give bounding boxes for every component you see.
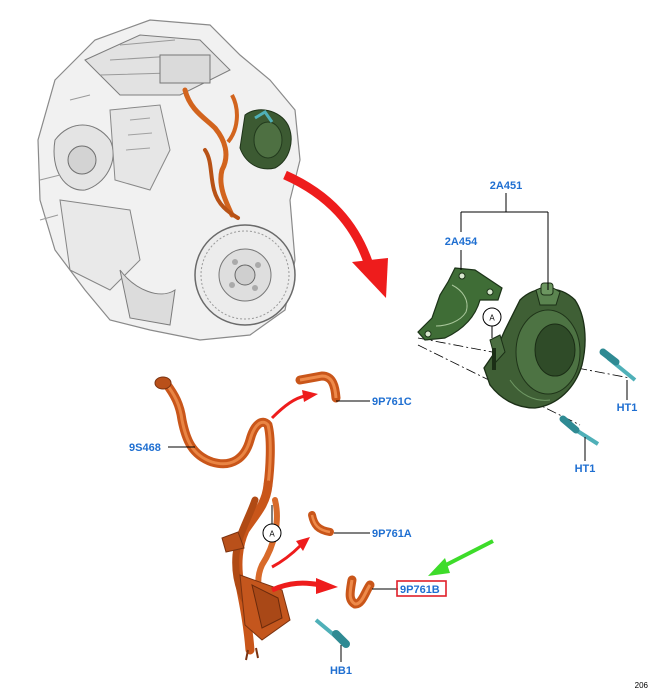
gasket-2A454 xyxy=(417,267,503,341)
callout-ht1-lower: HT1 xyxy=(575,463,596,475)
view-marker-a-hose-label: A xyxy=(269,530,275,539)
vacuum-hose-9S468 xyxy=(160,377,275,490)
view-marker-a-pump-label: A xyxy=(489,314,495,323)
callout-2A454: 2A454 xyxy=(445,236,478,248)
bolt-hb1 xyxy=(314,618,350,648)
view-marker-a-pump: A xyxy=(482,307,502,327)
view-marker-a-hose: A xyxy=(262,505,282,543)
highlight-box-9P761B xyxy=(396,580,447,597)
callout-9P761B: 9P761B xyxy=(400,584,440,596)
callout-9P761A: 9P761A xyxy=(372,528,412,540)
callout-ht1-upper: HT1 xyxy=(617,402,638,414)
bolt-ht1-lower xyxy=(559,415,600,446)
callout-9S468: 9S468 xyxy=(129,442,161,454)
bolt-ht1-upper xyxy=(599,348,637,382)
hose-arrows-red xyxy=(270,390,338,594)
detail-arrow-red xyxy=(283,170,388,298)
callout-HB1: HB1 xyxy=(330,665,352,677)
vacuum-hose-assembly xyxy=(154,371,375,661)
engine-illustration xyxy=(37,19,301,341)
callout-9P761C: 9P761C xyxy=(372,396,412,408)
vacuum-pump-detail xyxy=(417,267,637,446)
callout-2A451: 2A451 xyxy=(490,180,522,192)
figure-id: 206 xyxy=(635,681,649,690)
highlight-arrow-green xyxy=(428,539,494,576)
